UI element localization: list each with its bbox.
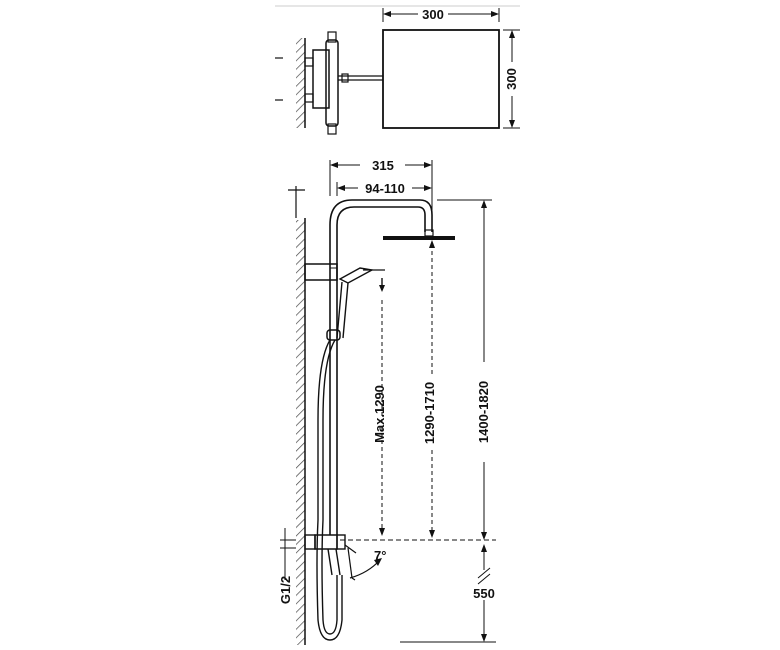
dim-connection: G1/2: [278, 576, 293, 604]
dim-max-height: Max.1290: [372, 385, 387, 443]
dim-arm-length: 315: [372, 158, 394, 173]
top-view: 300 300: [275, 7, 520, 135]
dim-total-range: 1400-1820: [476, 381, 491, 443]
dim-top-height: 300: [504, 68, 519, 90]
dim-mid-range: 1290-1710: [422, 382, 437, 444]
shower-head-side: [383, 236, 455, 240]
dim-top-width: 300: [422, 7, 444, 22]
angle-label: 7°: [374, 548, 386, 563]
dim-bottom-height: 550: [473, 586, 495, 601]
wall-hatch-side: [296, 220, 305, 645]
square-head-top-view: [382, 29, 500, 129]
dim-arm-range: 94-110: [365, 181, 405, 196]
upper-bracket: [304, 263, 338, 281]
side-view: 7° G1/2 315 94-110 Max.1290 1290-1710: [278, 158, 496, 645]
wall-hatch-top: [296, 38, 305, 128]
mixer-body: [314, 534, 338, 550]
